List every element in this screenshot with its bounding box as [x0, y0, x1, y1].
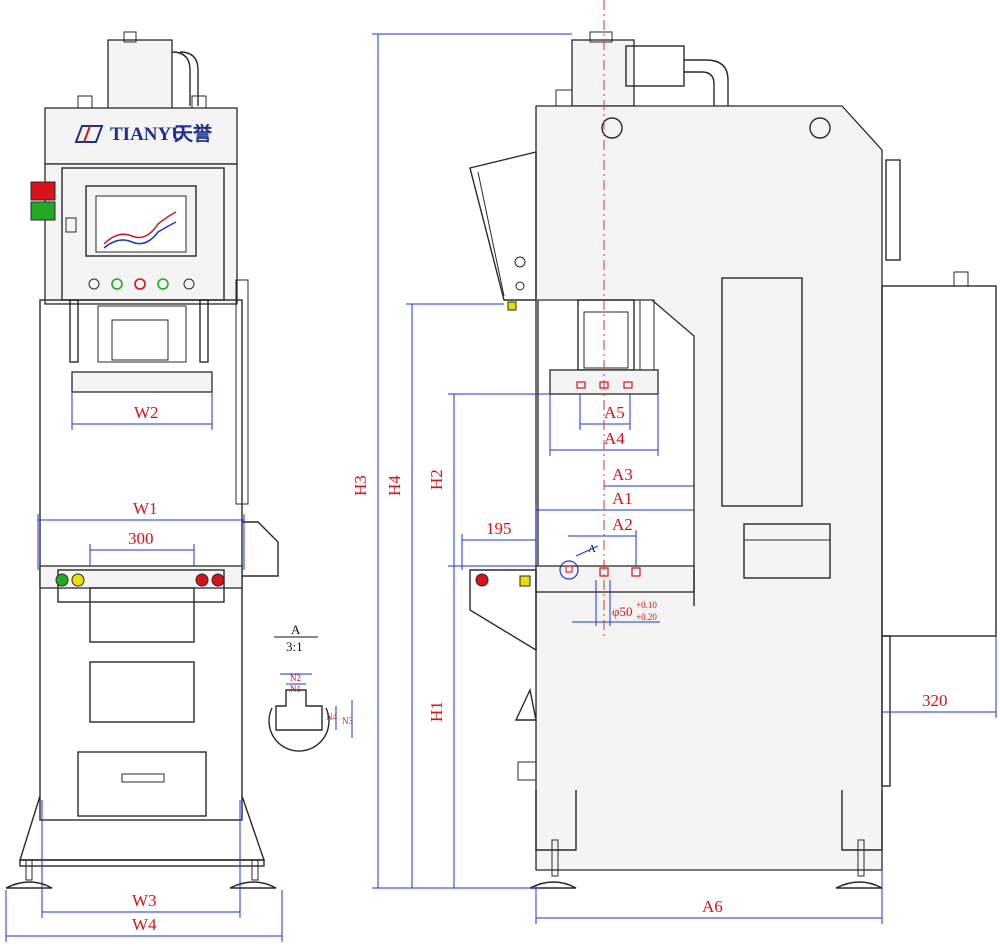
- front-view: TIANYU 天誉 W2: [5, 31, 283, 942]
- detail-N1: N1: [290, 684, 301, 694]
- detail-N2: N2: [290, 673, 301, 683]
- dim-A1: A1: [612, 489, 633, 508]
- dim-rear-width: 320: [922, 691, 948, 710]
- detail-A: A 3:1 N2 N1 N4 N3: [268, 622, 353, 752]
- brand-name-cjk: 天誉: [174, 122, 213, 145]
- dim-A3: A3: [612, 465, 633, 484]
- dim-H2: H2: [427, 469, 446, 490]
- dim-H4: H4: [385, 475, 404, 496]
- dim-195: 195: [486, 519, 512, 538]
- detail-scale: 3:1: [286, 639, 303, 654]
- dim-W4: W4: [132, 915, 157, 934]
- detail-N4: N4: [326, 712, 337, 722]
- dim-slot-width: 300: [128, 529, 154, 548]
- detail-N3: N3: [342, 716, 353, 726]
- front-feet: [5, 859, 277, 889]
- dim-bore: φ50: [612, 604, 633, 619]
- dim-H3: H3: [351, 475, 370, 496]
- dim-W1: W1: [133, 499, 158, 518]
- side-view: A5 A4 A3 A1 A2 195 A φ50: [351, 0, 997, 924]
- dim-H1: H1: [427, 701, 446, 722]
- dim-W2: W2: [134, 403, 159, 422]
- dim-A5: A5: [604, 403, 625, 422]
- brand-name-latin: TIANYU: [110, 124, 185, 145]
- dim-A2: A2: [612, 515, 633, 534]
- panel-buttons: [88, 278, 195, 290]
- side-feet: [529, 839, 883, 889]
- brand-logo: [74, 125, 104, 143]
- signal-light-green: [30, 201, 56, 221]
- dim-A6: A6: [702, 897, 723, 916]
- detail-title: A: [291, 622, 301, 637]
- signal-light-red: [30, 181, 56, 201]
- dim-bore-tol-upper: +0.10: [636, 600, 657, 610]
- dim-W3: W3: [132, 891, 157, 910]
- dim-A4: A4: [604, 429, 625, 448]
- dim-bore-tol-lower: +0.20: [636, 612, 657, 622]
